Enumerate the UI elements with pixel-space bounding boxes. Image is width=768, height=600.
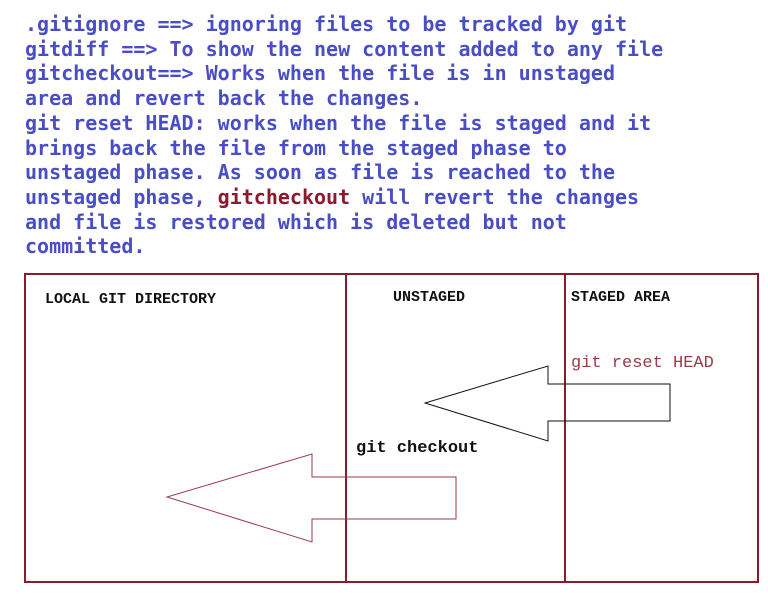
- note-line-gitcheckout: gitcheckout==> Works when the file is in…: [25, 61, 616, 86]
- git-checkout-arrow: [165, 453, 457, 543]
- diagram-frame: [24, 273, 759, 583]
- git-reset-head-arrow: [423, 365, 671, 442]
- note-line-8-suffix: will revert the changes: [350, 184, 640, 209]
- note-line-10: committed.: [25, 234, 146, 259]
- note-line-4: area and revert back the changes.: [25, 86, 423, 111]
- note-line-gitignore: .gitignore ==> ignoring files to be trac…: [25, 12, 628, 36]
- notes-text: .gitignore ==> ignoring files to be trac…: [25, 12, 765, 259]
- note-line-6: brings back the file from the staged pha…: [25, 135, 567, 160]
- git-reset-head-label: git reset HEAD: [571, 354, 714, 373]
- column-staged-area: STAGED AREA: [571, 289, 670, 306]
- note-line-git-reset: git reset HEAD: works when the file is s…: [25, 110, 652, 135]
- git-checkout-label: git checkout: [356, 439, 478, 458]
- column-local-git-directory: LOCAL GIT DIRECTORY: [45, 291, 216, 308]
- gitcheckout-highlight: gitcheckout: [217, 184, 351, 209]
- note-line-9: and file is restored which is deleted bu…: [25, 209, 567, 234]
- note-line-7: unstaged phase. As soon as file is reach…: [25, 160, 616, 185]
- note-line-gitdiff: gitdiff ==> To show the new content adde…: [25, 36, 664, 61]
- column-unstaged: UNSTAGED: [393, 289, 465, 306]
- note-line-8-prefix: unstaged phase,: [25, 184, 218, 209]
